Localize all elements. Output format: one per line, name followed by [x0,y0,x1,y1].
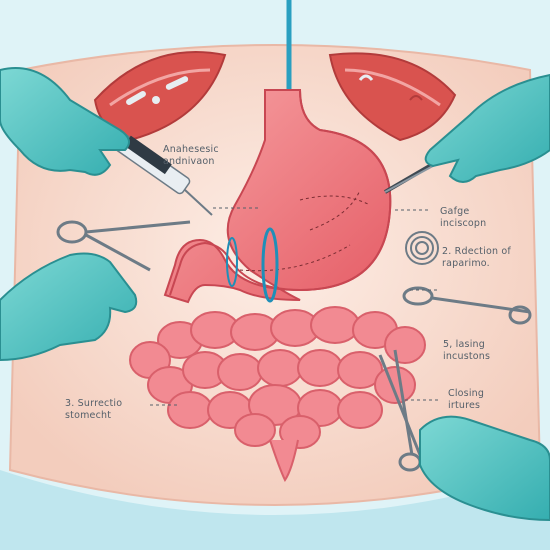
drape-bottom [0,470,550,550]
label-gastric-line2: inciscopn [440,218,487,229]
suture-coil [405,231,439,265]
label-lasing: 5, lasing incustons [443,339,490,363]
label-anesthesia-line1: Anahesesic [163,144,219,155]
label-surrection-line1: 3. Surrectio [65,398,123,409]
upper-right-glove [383,73,550,194]
label-anesthesia-line2: andnivaon [163,156,215,167]
right-scissors [402,286,532,325]
label-gastric-incision: Gafge inciscopn [440,206,486,230]
lower-left-glove [0,252,138,362]
label-surrection-line2: stomecht [65,410,112,421]
label-closing: Closing irtures [448,388,484,412]
label-surrection: 3. Surrectio stomecht [65,398,122,422]
right-incision [328,52,457,142]
label-lasing-line1: 5, lasing [443,339,485,350]
label-anesthesia: Anahesesic andnivaon [163,144,219,168]
lower-right-glove [378,349,550,522]
upper-left-glove [0,67,130,176]
label-resection-line1: 2. Rdection of [442,246,511,257]
label-resection: 2. Rdection of raparimo. [442,246,511,270]
leader-lines [150,207,440,406]
label-closing-line1: Closing [448,388,485,399]
label-lasing-line2: incustons [443,351,491,362]
stomach [163,89,392,304]
label-resection-line2: raparimo. [442,258,490,269]
label-closing-line2: irtures [448,400,481,411]
label-gastric-line1: Gafge [440,206,470,217]
